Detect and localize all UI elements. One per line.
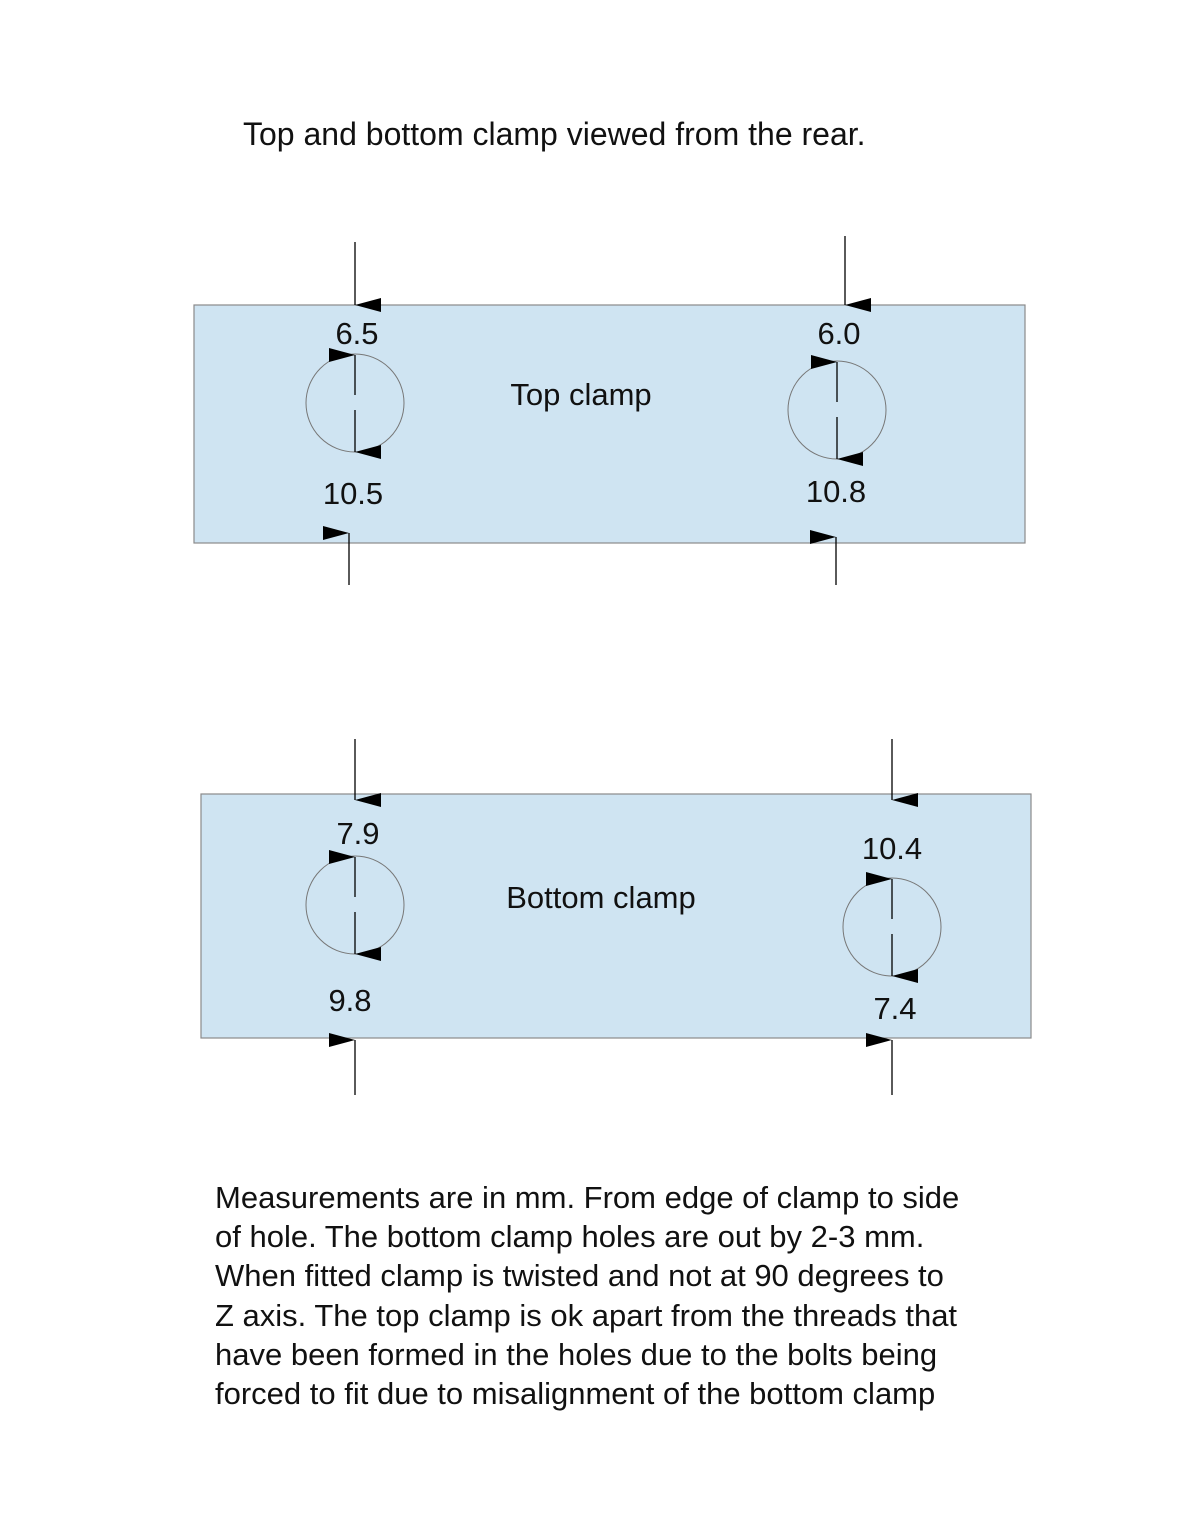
notes-line: When fitted clamp is twisted and not at … [215,1258,944,1294]
top-clamp-label: Top clamp [510,377,651,412]
measurement-bottom-right-bottom: 7.4 [873,991,916,1026]
measurement-top-right-top: 6.0 [817,316,860,351]
bottom-clamp: Bottom clamp 7.9 9.8 10.4 7.4 [200,739,1032,1095]
notes-line: have been formed in the holes due to the… [215,1336,938,1372]
measurement-top-left-top: 6.5 [335,316,378,351]
top-clamp-body [193,304,1026,544]
measurement-bottom-right-top: 10.4 [862,831,922,866]
measurement-bottom-left-bottom: 9.8 [328,983,371,1018]
top-clamp: Top clamp 6.5 10.5 6.0 10.8 [193,236,1026,585]
bottom-clamp-body [200,793,1032,1039]
measurement-top-right-bottom: 10.8 [806,474,866,509]
measurement-top-left-bottom: 10.5 [323,476,383,511]
diagram-title: Top and bottom clamp viewed from the rea… [243,116,866,152]
measurement-bottom-left-top: 7.9 [336,816,379,851]
notes-line: Measurements are in mm. From edge of cla… [215,1180,960,1215]
notes-line: Z axis. The top clamp is ok apart from t… [215,1297,958,1333]
measurement-notes: Measurements are in mm. From edge of cla… [215,1178,1115,1413]
notes-line: forced to fit due to misalignment of the… [215,1376,936,1412]
bottom-clamp-label: Bottom clamp [506,880,696,915]
notes-line: of hole. The bottom clamp holes are out … [215,1219,925,1255]
